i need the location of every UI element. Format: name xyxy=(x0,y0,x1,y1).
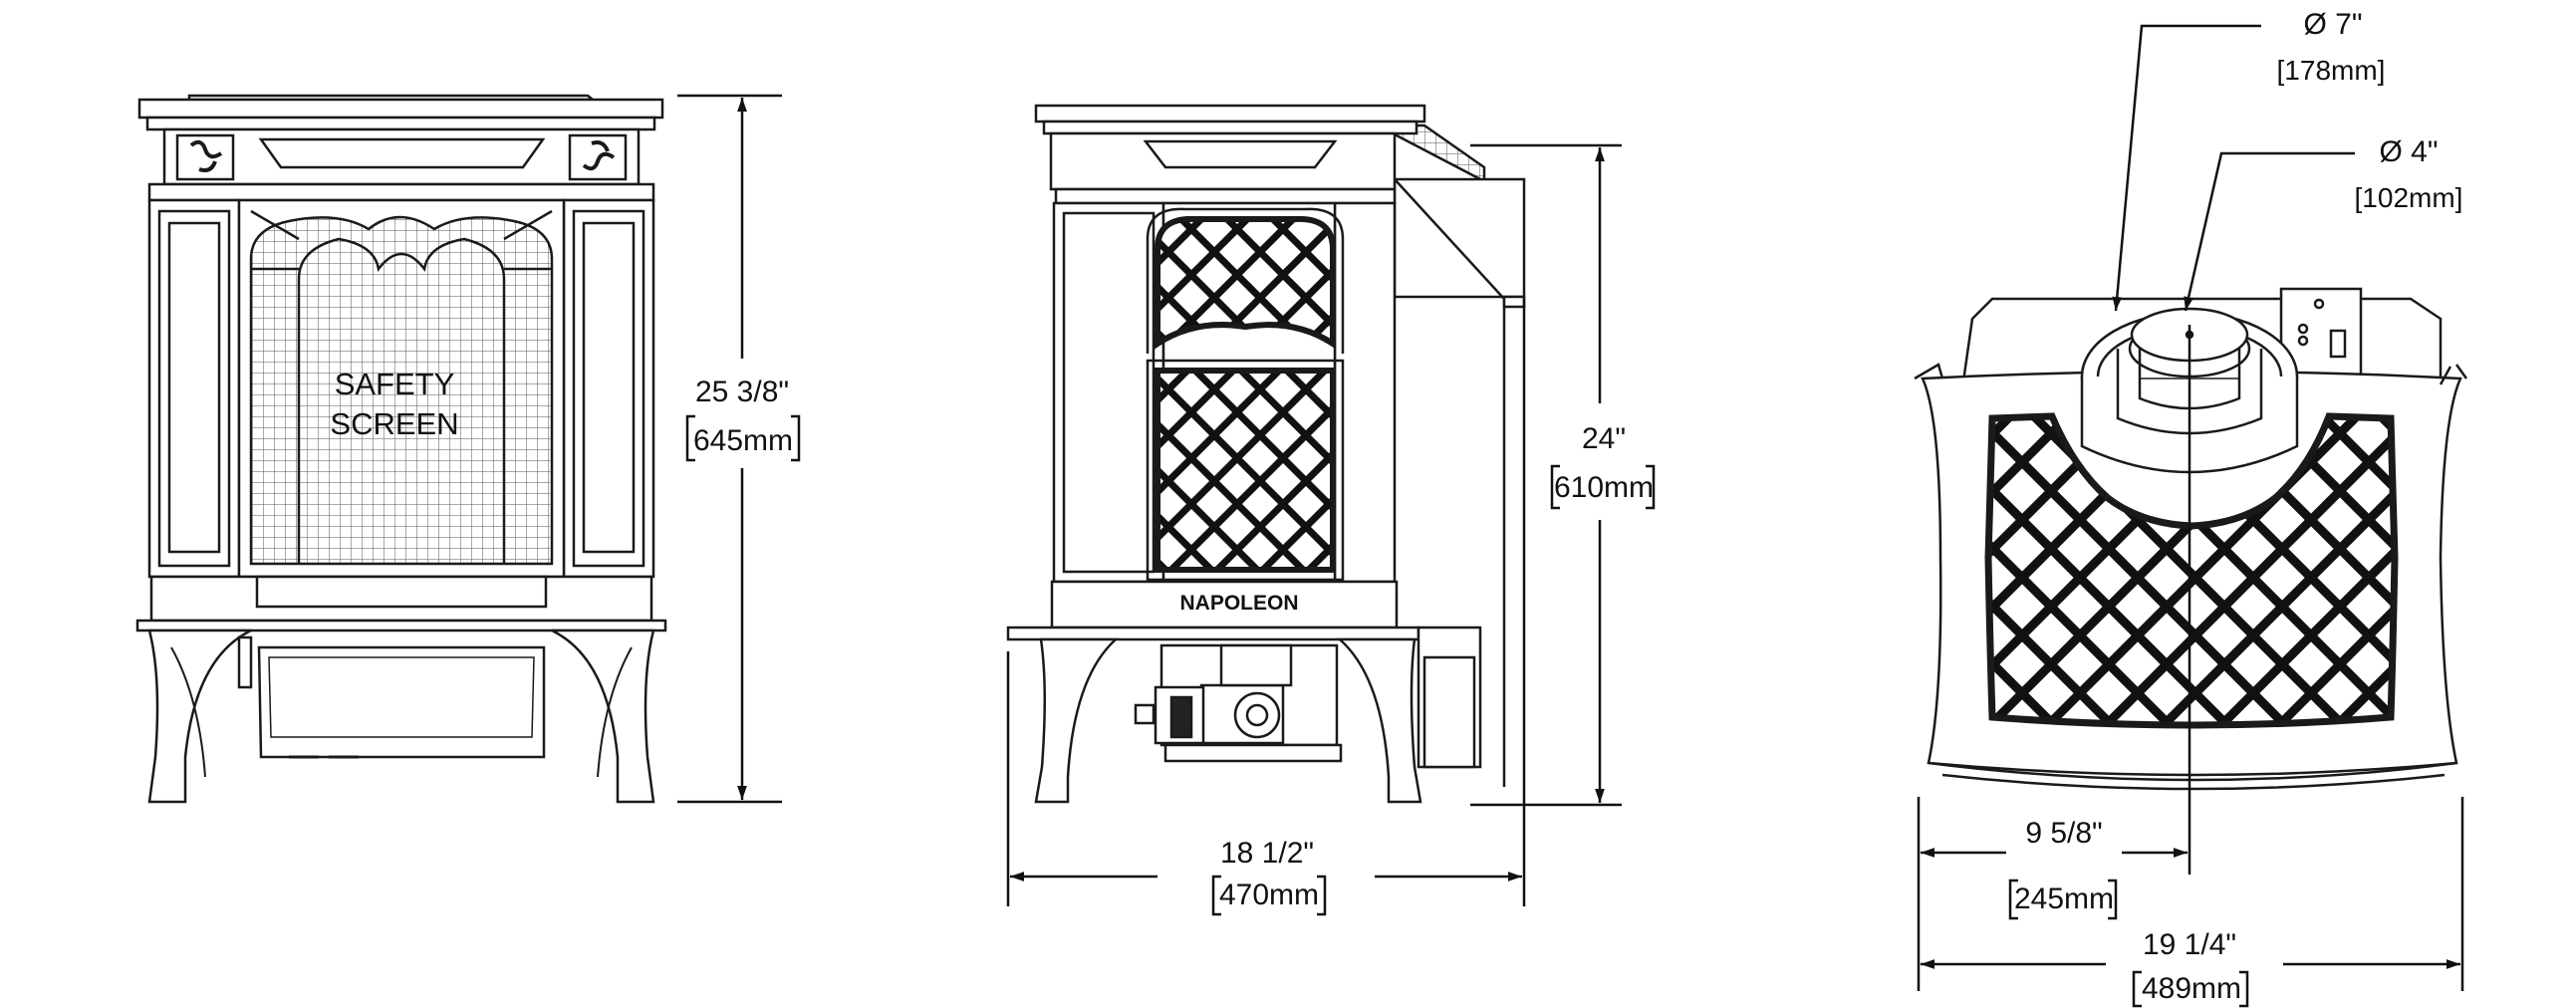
scroll-ornament-left xyxy=(175,133,235,181)
center-dim-imperial: 9 5/8" xyxy=(2025,817,2102,850)
side-height-dimension xyxy=(1470,143,1656,807)
front-height-dimension xyxy=(677,94,801,804)
outer-pipe-metric: [178mm] xyxy=(2277,55,2386,86)
center-dim-metric: 245mm xyxy=(2014,882,2114,915)
outer-pipe-imperial: Ø 7" xyxy=(2303,8,2362,41)
width-dimension xyxy=(1921,797,2464,1008)
center-dimension xyxy=(1917,797,2188,991)
safety-screen-label-line2: SCREEN xyxy=(330,406,458,441)
inner-pipe-metric: [102mm] xyxy=(2355,182,2463,213)
inner-pipe-imperial: Ø 4" xyxy=(2379,135,2438,168)
safety-screen-label-line1: SAFETY xyxy=(335,367,455,401)
front-view xyxy=(135,94,667,804)
side-view xyxy=(1006,104,1526,804)
side-height-imperial: 24" xyxy=(1582,422,1626,455)
top-view xyxy=(1914,287,2468,791)
front-height-imperial: 25 3/8" xyxy=(695,376,789,408)
pipe-leaders xyxy=(2112,24,2355,312)
side-depth-metric: 470mm xyxy=(1219,879,1319,911)
width-dim-imperial: 19 1/4" xyxy=(2143,928,2236,961)
side-depth-dimension xyxy=(1006,299,1526,916)
front-height-metric: 645mm xyxy=(693,424,793,457)
brand-logo: NAPOLEON xyxy=(1179,592,1298,615)
width-dim-metric: 489mm xyxy=(2142,972,2241,1005)
side-depth-imperial: 18 1/2" xyxy=(1220,837,1314,870)
side-height-metric: 610mm xyxy=(1554,471,1654,504)
